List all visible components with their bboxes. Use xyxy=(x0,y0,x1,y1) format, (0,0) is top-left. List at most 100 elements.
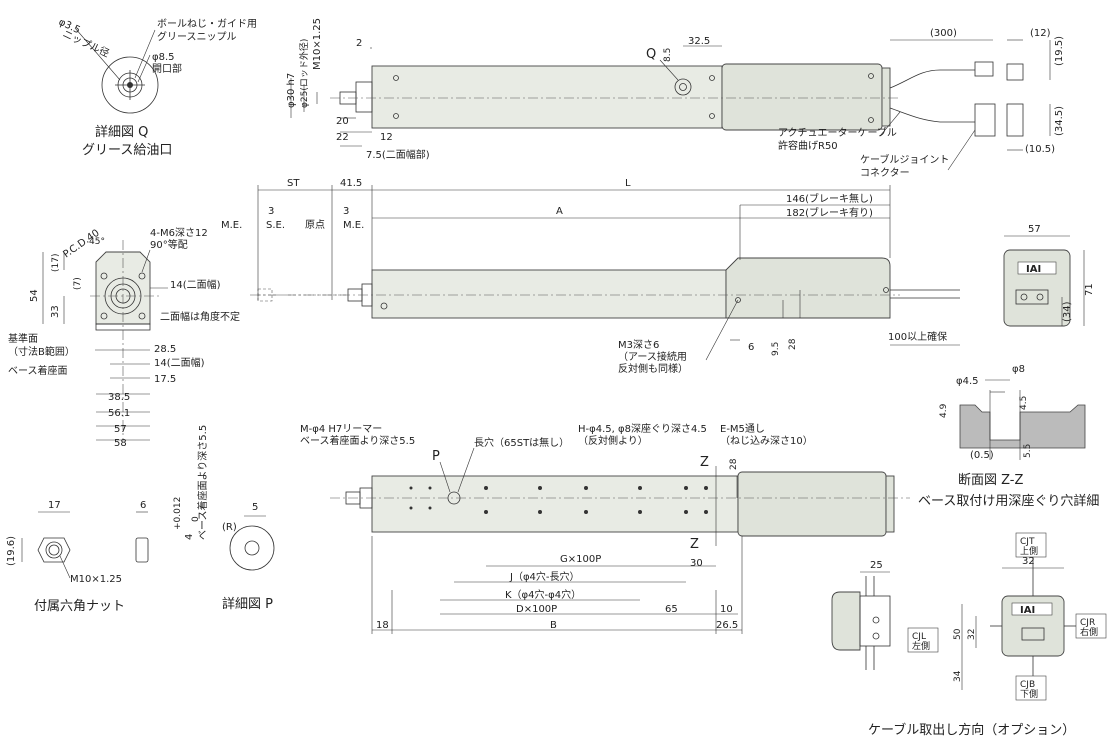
dim-4-9: 4.9 xyxy=(939,403,949,418)
nut-side xyxy=(135,537,149,563)
detail-p-r: (R) xyxy=(222,522,237,533)
m6-note-2: 90°等配 xyxy=(150,238,188,251)
dim-9-5: 9.5 xyxy=(771,342,781,356)
angle-label: 45° xyxy=(89,237,105,247)
dim-33: 33 xyxy=(50,305,61,318)
dim-26-5: 26.5 xyxy=(716,620,738,631)
dim-5-5: 5.5 xyxy=(1023,444,1033,458)
dim-58: 58 xyxy=(114,438,127,449)
joint-label-1: ケーブルジョイント xyxy=(860,153,949,166)
ref-label-2: （寸法B範囲） xyxy=(8,345,75,358)
detail-p-tol-sub: 0 xyxy=(191,516,201,522)
dim-4-5: 4.5 xyxy=(1019,396,1029,410)
z-label-bottom: Z xyxy=(690,537,699,552)
opening-dia: φ8.5 xyxy=(152,52,175,63)
dim-a: A xyxy=(556,206,563,217)
cable-exit-side xyxy=(831,591,861,651)
dim-20: 20 xyxy=(336,116,349,127)
cjl-side: 左側 xyxy=(912,640,930,652)
side-motor xyxy=(725,257,891,319)
dim-phi25: φ25(ロッド外径) xyxy=(298,39,310,108)
dim-6: 6 xyxy=(748,342,754,353)
dim-32-5: 32.5 xyxy=(688,36,710,47)
cjr-side: 右側 xyxy=(1080,626,1098,638)
bottom-view: M-φ4 H7リーマー ベース着座面より深さ5.5 P 長穴（65STは無し） … xyxy=(300,422,910,634)
detail-q: φ3.5 ニップル径 ボールねじ・ガイド用 グリースニップル φ8.5 開口部 … xyxy=(57,17,257,158)
top-body xyxy=(371,65,723,129)
z-label-top: Z xyxy=(700,455,709,470)
cjb-code: CJB xyxy=(1020,680,1035,690)
cable-dim-25: 25 xyxy=(870,560,883,571)
cjb-side: 下側 xyxy=(1020,688,1038,700)
guide-label-1: ボールねじ・ガイド用 xyxy=(157,18,257,30)
cable-label-2: 許容曲げR50 xyxy=(778,139,838,152)
dim-57-right: 57 xyxy=(1028,224,1041,235)
dim-g: G×100P xyxy=(560,554,601,565)
nut-caption: 付属六角ナット xyxy=(34,599,125,614)
dim-flats: 7.5(二面幅部) xyxy=(366,148,430,161)
dim-3b: 3 xyxy=(343,206,349,217)
detail-p: 5 (R) ベース着座面より深さ5.5 4 +0.012 0 詳細図 P xyxy=(173,425,275,612)
cable-exit-options: 25 IAI 32 32 50 34 CJT 上側 CJL 左側 CJR 右側 … xyxy=(831,532,1107,738)
me-label-1: M.E. xyxy=(221,220,242,231)
section-caption-2: ベース取付け用深座ぐり穴詳細 xyxy=(918,493,1099,509)
e-note-2: （ねじ込み深さ10） xyxy=(720,435,813,447)
dim-100: 100以上確保 xyxy=(888,330,947,343)
cable-dim-32-h: 32 xyxy=(1022,556,1035,567)
dim-300: (300) xyxy=(930,28,957,39)
joint-label-2: コネクター xyxy=(860,167,910,179)
dim-28-side: 28 xyxy=(788,338,798,350)
dim-14-flats-a: 14(二面幅) xyxy=(170,278,221,291)
dim-28-5: 28.5 xyxy=(154,344,176,355)
m4-note-2: ベース着座面より深さ5.5 xyxy=(300,434,415,447)
left-end-view: P.C.D.40 45° 4-M6深さ12 90°等配 54 (17) (7) … xyxy=(8,227,240,449)
detail-q-caption: 詳細図 Q xyxy=(95,124,148,140)
q-label: Q xyxy=(646,47,656,62)
side-view: ST 41.5 L 146(ブレーキ無し) 182(ブレーキ有り) A M.E.… xyxy=(221,178,960,375)
detail-p-tol-sup: +0.012 xyxy=(173,497,183,530)
dim-146: 146(ブレーキ無し) xyxy=(786,192,873,205)
cable-exit-caption: ケーブル取出し方向（オプション） xyxy=(868,722,1075,738)
dim-30: 30 xyxy=(690,558,703,569)
cjr-box xyxy=(1075,613,1107,639)
dim-thread: M10×1.25 xyxy=(312,18,323,70)
dim-10-5: (10.5) xyxy=(1025,144,1055,155)
detail-p-circle xyxy=(229,525,275,571)
cable-label-1: アクチュエーターケーブル xyxy=(778,126,897,139)
dim-34: (34) xyxy=(1062,301,1073,322)
nut-dim-6: 6 xyxy=(140,500,146,511)
dim-k: K（φ4穴-φ4穴） xyxy=(505,588,581,601)
m6-note-1: 4-M6深さ12 xyxy=(150,227,208,239)
nut-dim-19-6: (19.6) xyxy=(6,536,17,566)
dim-phi30: φ30 h7 xyxy=(286,73,297,108)
cjb-box xyxy=(1015,675,1047,701)
right-end-view: IAI 57 71 (34) xyxy=(1003,224,1095,327)
dim-17: (17) xyxy=(51,254,61,272)
iai-logo-small: IAI xyxy=(1020,605,1035,616)
dim-17-5: 17.5 xyxy=(154,374,176,385)
cjt-side: 上側 xyxy=(1020,545,1038,557)
cable-dim-34: 34 xyxy=(953,670,963,682)
phi8-label: φ8 xyxy=(1012,364,1025,375)
detail-p-caption: 詳細図 P xyxy=(222,596,273,612)
detail-p-depth: ベース着座面より深さ5.5 xyxy=(196,425,209,540)
dim-182: 182(ブレーキ有り) xyxy=(786,206,873,219)
dim-2: 2 xyxy=(356,38,362,49)
m3-note-1: M3深さ6 xyxy=(618,339,659,351)
cjl-box xyxy=(907,627,939,653)
cjt-code: CJT xyxy=(1020,537,1035,547)
m3-note-3: 反対側も同様） xyxy=(618,362,688,375)
cjt-box xyxy=(1015,532,1047,558)
dim-l: L xyxy=(625,178,631,189)
flat-note: 二面幅は角度不定 xyxy=(160,310,240,323)
cable-dim-32-v: 32 xyxy=(967,629,977,640)
dim-12p: (12) xyxy=(1030,28,1051,39)
detail-p-dim-5: 5 xyxy=(252,502,258,513)
grease-port xyxy=(674,78,692,96)
dim-0-5: (0.5) xyxy=(970,450,994,461)
hex-nut: 17 6 (19.6) M10×1.25 付属六角ナット xyxy=(6,500,149,614)
dim-65: 65 xyxy=(665,604,678,615)
motor-end xyxy=(1003,249,1071,327)
dim-8-5: 8.5 xyxy=(663,48,673,62)
